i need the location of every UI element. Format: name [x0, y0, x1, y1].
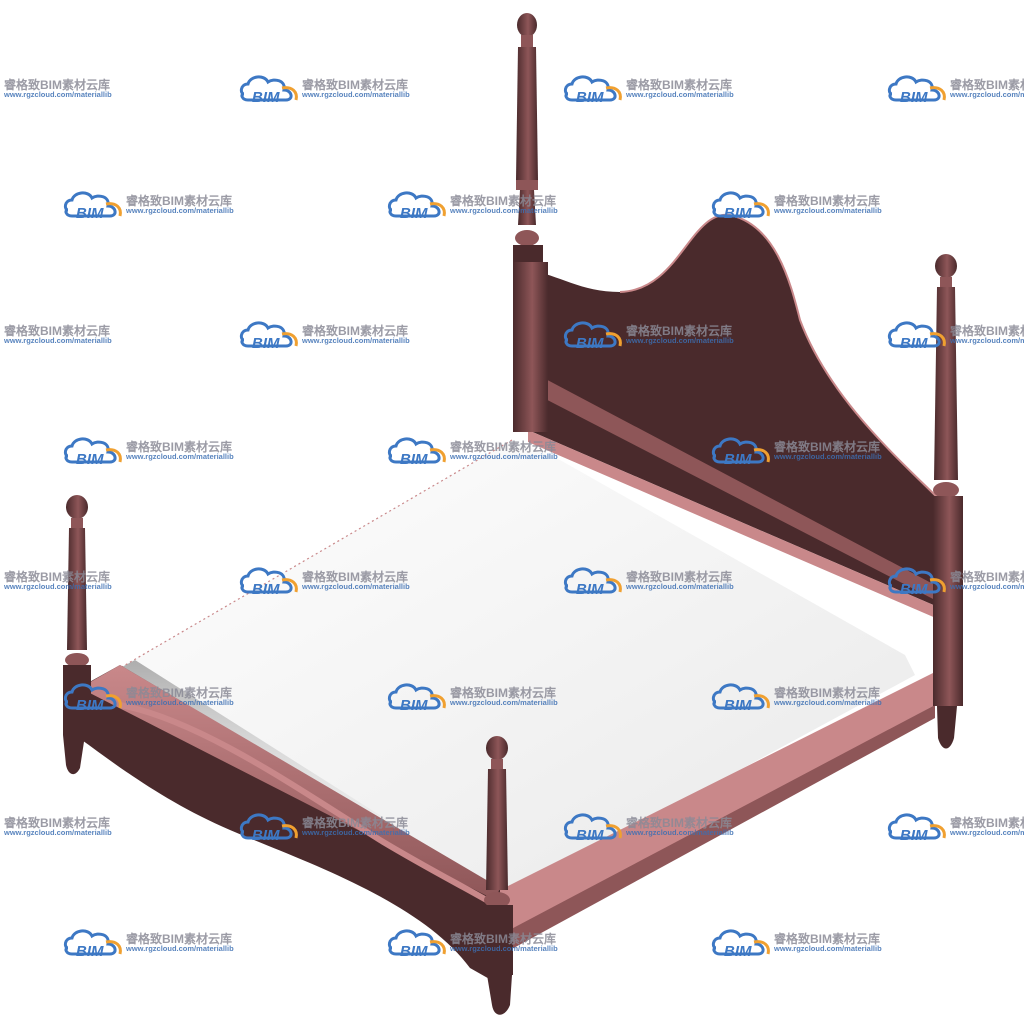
mattress-dotted-edge — [119, 439, 513, 669]
side-rail-left-curve — [119, 702, 497, 908]
post-front-right — [483, 736, 513, 1015]
headboard-edge — [528, 430, 945, 622]
post-front-left — [63, 495, 91, 775]
headboard-panel — [528, 214, 945, 610]
side-rail-right-shade — [500, 705, 935, 950]
post-back-right — [933, 254, 963, 749]
headboard-curve-edge — [619, 213, 946, 506]
side-rail-right — [500, 672, 935, 935]
post-back-left — [513, 13, 548, 432]
